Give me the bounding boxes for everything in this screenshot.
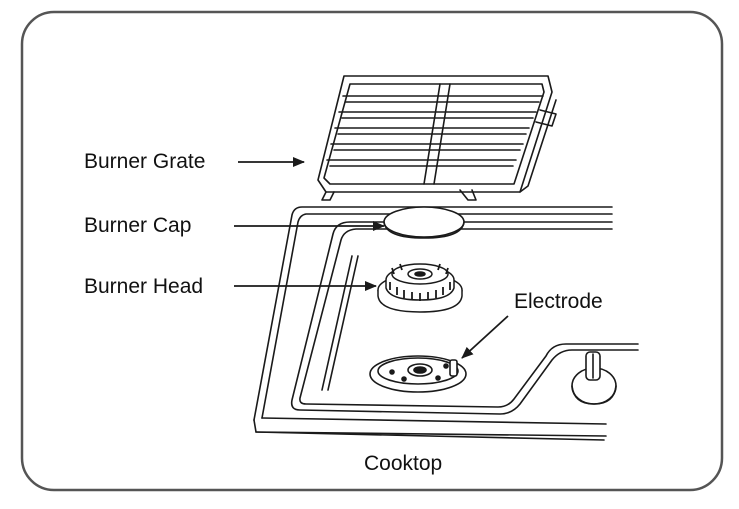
- pointer-arrows: [234, 157, 509, 359]
- burner-cap: [383, 206, 465, 239]
- diagram-frame: [20, 10, 724, 492]
- label-burner-head: Burner Head: [84, 275, 204, 298]
- lower-burner-base: [369, 355, 467, 393]
- cooktop-illustration: [253, 206, 639, 441]
- label-burner-cap: Burner Cap: [84, 214, 192, 237]
- arrow-electrode: [461, 315, 509, 359]
- burner-grate: [317, 75, 557, 201]
- label-electrode: Electrode: [514, 290, 603, 313]
- label-cooktop: Cooktop: [364, 452, 443, 475]
- label-burner-grate: Burner Grate: [84, 150, 206, 173]
- burner-head: [377, 263, 463, 313]
